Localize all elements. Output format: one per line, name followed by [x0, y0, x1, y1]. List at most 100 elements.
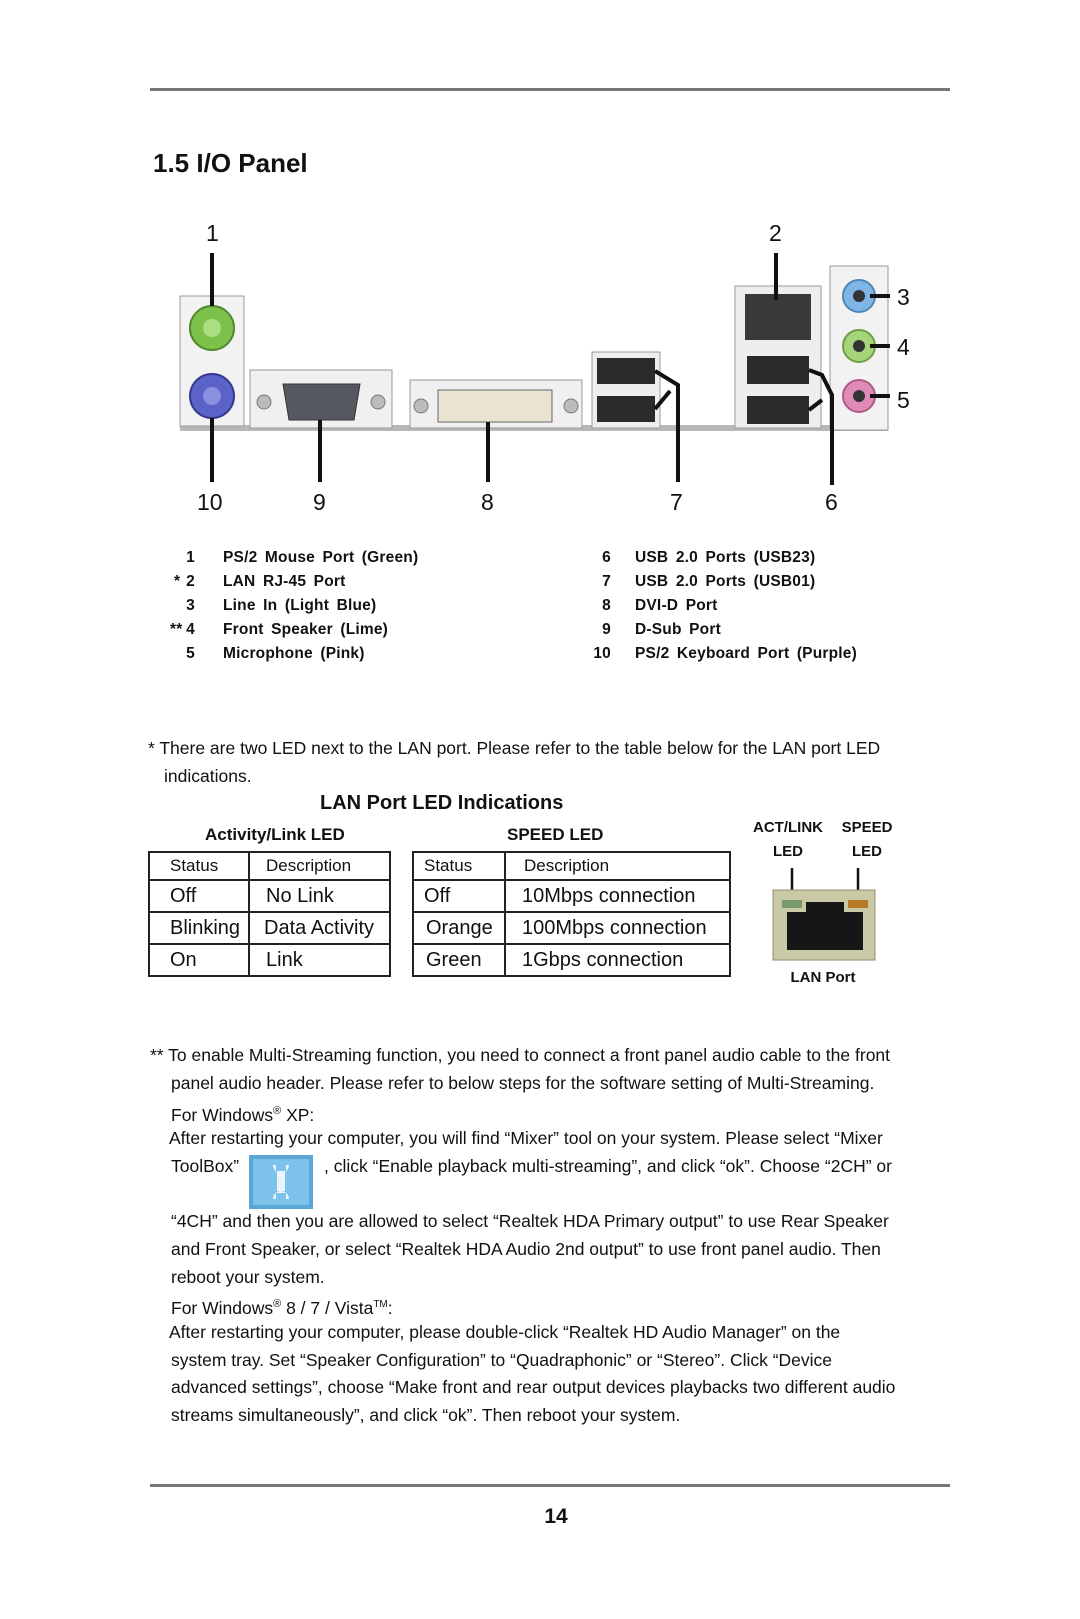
microphone-jack: [842, 379, 876, 413]
column-header: Description: [504, 851, 731, 881]
act-link-label-line-2: LED: [773, 843, 803, 860]
legend-label: LAN RJ-45 Port: [223, 573, 346, 590]
audio-note-line-5b: , click “Enable playback multi-streaming…: [324, 1156, 892, 1176]
dvi-port: [409, 379, 583, 429]
ps2-mouse-port: [189, 305, 235, 351]
description-cell: 1Gbps connection: [504, 943, 731, 977]
lan-note-line-2: indications.: [164, 766, 252, 786]
legend-number: 5: [186, 645, 195, 662]
status-cell: Blinking: [148, 911, 250, 945]
legend-label: Front Speaker (Lime): [223, 621, 389, 638]
description-cell: Data Activity: [248, 911, 391, 945]
legend-label: Microphone (Pink): [223, 645, 365, 662]
table-row: Off No Link: [148, 879, 391, 913]
table-row: Off 10Mbps connection: [412, 879, 731, 913]
audio-note-line-13: streams simultaneously”, and click “ok”.…: [171, 1405, 681, 1425]
legend-number: 8: [602, 597, 611, 614]
table-row: Blinking Data Activity: [148, 911, 391, 945]
callout-6: 6: [825, 489, 838, 515]
audio-note-line-9: For Windows® 8 / 7 / VistaTM:: [171, 1290, 393, 1322]
windows-vista-prefix: For Windows: [171, 1297, 274, 1318]
audio-note-line-4: After restarting your computer, you will…: [169, 1128, 883, 1148]
legend-number: 2: [186, 573, 195, 590]
legend-number: 4: [186, 621, 195, 638]
status-cell: Orange: [412, 911, 506, 945]
legend-mark: **: [170, 621, 183, 638]
table-header-row: Status Description: [412, 851, 731, 881]
windows-vista-suffix: :: [387, 1297, 393, 1318]
description-cell: 100Mbps connection: [504, 911, 731, 945]
callout-1: 1: [206, 220, 219, 246]
callout-3: 3: [897, 284, 910, 310]
callout-9: 9: [313, 489, 326, 515]
dsub-port: [249, 369, 393, 429]
legend-label: PS/2 Keyboard Port (Purple): [635, 645, 857, 662]
callout-5: 5: [897, 387, 910, 413]
lan-note-line-1: * There are two LED next to the LAN port…: [148, 738, 881, 758]
audio-note-line-5a: ToolBox”: [171, 1156, 240, 1176]
windows-vista-versions: 8 / 7 / Vista: [281, 1297, 374, 1318]
lan-port-caption: LAN Port: [790, 969, 856, 986]
audio-note-line-10: After restarting your computer, please d…: [169, 1322, 841, 1342]
table-row: Orange 100Mbps connection: [412, 911, 731, 945]
callout-8: 8: [481, 489, 494, 515]
windows-xp-prefix: For Windows: [171, 1104, 274, 1125]
description-cell: Link: [248, 943, 391, 977]
windows-xp-suffix: XP:: [281, 1104, 315, 1125]
callout-2: 2: [769, 220, 782, 246]
legend-number: 7: [602, 573, 611, 590]
bottom-rule: [150, 1484, 950, 1487]
callout-7: 7: [670, 489, 683, 515]
top-rule: [150, 88, 950, 91]
legend-label: D-Sub Port: [635, 621, 721, 638]
ps2-keyboard-port: [189, 373, 235, 419]
legend-label: DVI-D Port: [635, 597, 718, 614]
description-cell: No Link: [248, 879, 391, 913]
table-row: Green 1Gbps connection: [412, 943, 731, 977]
audio-note-line-1: ** To enable Multi-Streaming function, y…: [150, 1045, 891, 1065]
speed-led-heading: SPEED LED: [507, 825, 604, 844]
led-section-title: LAN Port LED Indications: [320, 792, 564, 814]
speed-label: SPEED LED: [830, 816, 904, 864]
registered-mark: ®: [273, 1105, 282, 1117]
activity-led-table: Status Description Off No Link Blinking …: [148, 851, 391, 977]
legend-number: 1: [186, 549, 195, 566]
trademark-mark: TM: [373, 1299, 388, 1310]
description-cell: 10Mbps connection: [504, 879, 731, 913]
audio-note-line-2: panel audio header. Please refer to belo…: [171, 1073, 875, 1093]
page-number: 14: [544, 1505, 568, 1528]
audio-note-line-7: and Front Speaker, or select “Realtek HD…: [171, 1239, 881, 1259]
section-title: 1.5 I/O Panel: [153, 148, 308, 178]
act-link-label: ACT/LINK LED: [740, 816, 836, 864]
column-header: Status: [412, 851, 506, 881]
act-link-label-line-1: ACT/LINK: [753, 819, 823, 836]
speed-led-table: Status Description Off 10Mbps connection…: [412, 851, 731, 977]
audio-note-line-6: “4CH” and then you are allowed to select…: [171, 1211, 889, 1231]
column-header: Status: [148, 851, 250, 881]
legend-label: USB 2.0 Ports (USB01): [635, 573, 816, 590]
audio-note-line-11: system tray. Set “Speaker Configuration”…: [171, 1350, 833, 1370]
status-cell: Green: [412, 943, 506, 977]
mixer-toolbox-icon: [249, 1155, 313, 1209]
table-row: On Link: [148, 943, 391, 977]
status-cell: On: [148, 943, 250, 977]
lan-jack-icon: [772, 868, 876, 961]
legend-label: USB 2.0 Ports (USB23): [635, 549, 816, 566]
lan-usb23-stack: [734, 285, 822, 429]
status-cell: Off: [148, 879, 250, 913]
io-panel-diagram: 1 2 3 4 5 6 7 8 9 10: [179, 220, 910, 515]
activity-led-heading: Activity/Link LED: [205, 825, 345, 844]
column-header: Description: [248, 851, 391, 881]
speed-label-line-2: LED: [852, 843, 882, 860]
legend-number: 6: [602, 549, 611, 566]
audio-note-line-12: advanced settings”, choose “Make front a…: [171, 1377, 896, 1397]
legend-number: 10: [593, 645, 611, 662]
registered-mark: ®: [273, 1298, 282, 1310]
legend-number: 9: [602, 621, 611, 638]
callout-4: 4: [897, 334, 910, 360]
legend-label: Line In (Light Blue): [223, 597, 377, 614]
audio-note-line-8: reboot your system.: [171, 1267, 325, 1287]
callout-10: 10: [197, 489, 223, 515]
table-header-row: Status Description: [148, 851, 391, 881]
audio-note-line-3: For Windows® XP:: [171, 1097, 314, 1129]
